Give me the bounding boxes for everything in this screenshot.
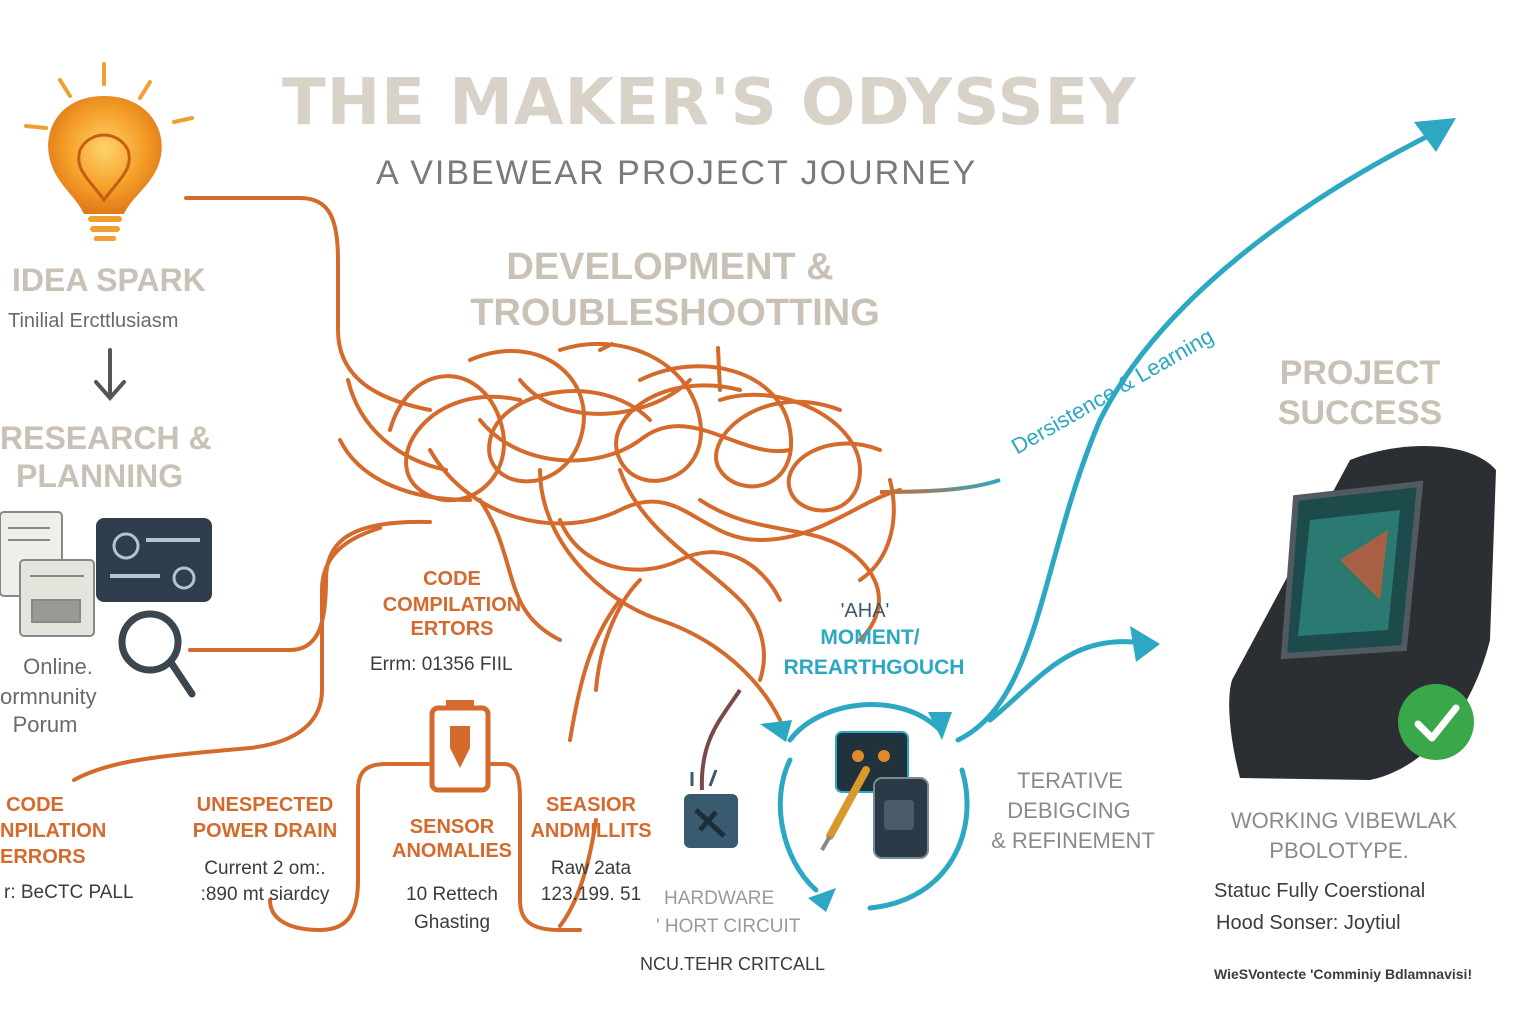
page-subtitle: A VIBEWEAR PROJECT JOURNEY — [376, 154, 978, 192]
forum-line1: Online. — [23, 654, 93, 679]
aha-line3: RREARTHGOUCH — [783, 656, 965, 679]
power-drain-detail2: :890 mt siardcy — [200, 884, 330, 905]
iteration-cycle — [777, 702, 970, 911]
success-title-line1: PROJECT — [1279, 354, 1441, 392]
power-drain-detail1: Current 2 om:. — [204, 858, 326, 879]
prototype-line2: PBOLOTYPE. — [1269, 838, 1409, 863]
code-errors-center-line3: ERTORS — [410, 618, 494, 640]
seasior-line2: ANDMILLITS — [530, 820, 652, 842]
success-title-line2: SUCCESS — [1277, 394, 1443, 432]
aha-line2: MOMENT/ — [820, 626, 920, 649]
iterative-line1: TERATIVE — [1017, 768, 1123, 793]
forum-line2: ormnunity — [0, 684, 97, 709]
code-errors-center-line1: CODE — [423, 568, 481, 590]
success-arrows — [955, 129, 1439, 743]
research-title-line2: PLANNING — [16, 458, 184, 494]
wire-to-hardware — [699, 688, 742, 791]
code-errors-left-line2: npilation — [0, 820, 107, 842]
sensor-line2: ANOMALIES — [392, 840, 512, 862]
power-drain-line2: POWER DRAIN — [192, 820, 338, 842]
arrow-head-top — [1414, 118, 1456, 152]
magnifier-icon — [118, 610, 196, 698]
id-card-icon — [96, 518, 212, 602]
idea-spark-subtitle: Tinilial Ercttlusiasm — [8, 310, 179, 332]
arrow-head-mid — [1130, 626, 1160, 662]
document-icon — [0, 511, 95, 637]
sensor-detail2: Ghasting — [413, 912, 491, 933]
circuit-board-icon — [684, 769, 738, 848]
soldering-iron-icon — [820, 731, 929, 859]
prototype-line1: WORKING VIBEWLAK — [1230, 808, 1458, 833]
code-errors-left-detail: r: BeCTC PALL — [4, 882, 134, 903]
prototype-footer: WieSVontecte 'Comminiy Bdlamnavisi! — [1214, 966, 1473, 982]
aha-line1: 'AHA' — [840, 600, 890, 622]
power-drain-line1: UNESPECTED — [196, 794, 334, 816]
sensor-detail1: 10 Rettech — [406, 884, 498, 905]
development-title-line1: DEVELOPMENT & — [506, 246, 834, 288]
seasior-line1: SEASIOR — [545, 794, 637, 816]
seasior-detail1: Raw 2ata — [550, 858, 632, 879]
sensor-line1: SENSOR — [409, 816, 495, 838]
development-title-line2: TROUBLESHOOTTING — [470, 292, 880, 334]
wire-network — [72, 196, 902, 933]
page-title: THE MAKER'S ODYSSEY — [282, 66, 1137, 140]
wire-transition — [879, 478, 1001, 494]
forum-line3: Porum — [12, 712, 78, 737]
battery-icon — [429, 700, 491, 793]
hardware-line2: ' HORT CIRCUIT — [656, 916, 801, 937]
lightbulb-icon — [24, 62, 194, 241]
research-title-line1: RESEARCH & — [0, 420, 212, 456]
hardware-line1: HARDWARE — [664, 888, 775, 909]
prototype-sensor: Hood Sonser: Joytiul — [1216, 912, 1401, 934]
hardware-line3: NCU.TEHR CRITCALL — [640, 954, 826, 974]
idea-spark-title: IDEA SPARK — [12, 262, 206, 298]
cycle-arrowheads — [760, 712, 952, 912]
seasior-detail2: 123.199. 51 — [540, 884, 642, 905]
prototype-status: Statuc Fully Coerstional — [1214, 880, 1426, 902]
code-errors-left-line1: CODE — [6, 794, 64, 816]
iterative-line2: DEBIGCING — [1007, 798, 1131, 823]
arrow-down-icon — [94, 348, 126, 402]
check-icon — [1398, 684, 1474, 760]
code-errors-center-line2: COMPILATION — [382, 594, 522, 616]
code-errors-left-line3: errors — [0, 846, 86, 868]
code-errors-center-detail: Errm: 01356 FIIL — [370, 654, 513, 675]
iterative-line3: & REFINEMENT — [991, 828, 1155, 853]
